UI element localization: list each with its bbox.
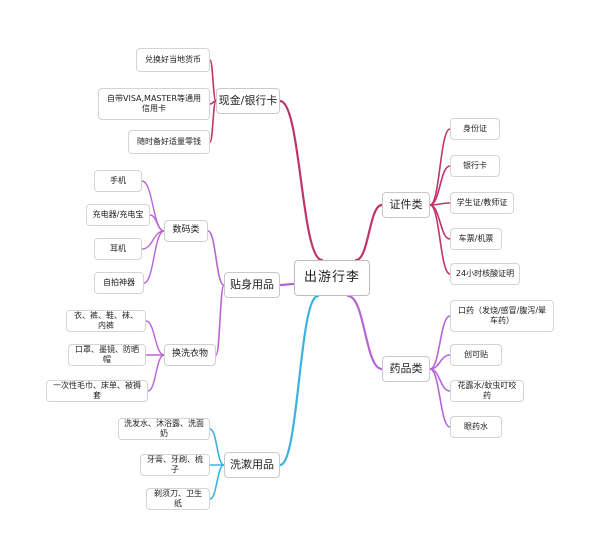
leaf-small-change[interactable]: 随时备好适量零钱: [128, 130, 210, 154]
leaf-razor[interactable]: 剃须刀、卫生纸: [146, 488, 210, 510]
link-root-meds: [346, 294, 384, 371]
leaf-earphones[interactable]: 耳机: [94, 238, 142, 260]
branch-medicines[interactable]: 药品类: [382, 356, 430, 382]
leaf-mask-sunglasses[interactable]: 口罩、墨镜、防晒帽: [68, 344, 146, 366]
link-n-meds-3: [429, 368, 451, 428]
leaf-tickets[interactable]: 车票/机票: [450, 228, 502, 250]
root-node[interactable]: 出游行李: [294, 260, 370, 296]
leaf-exchange-currency[interactable]: 兑换好当地货币: [136, 48, 210, 72]
link-n-meds-0: [429, 315, 451, 370]
link-n-digital-1: [149, 214, 165, 232]
leaf-id-card[interactable]: 身份证: [450, 118, 500, 140]
link-n-clothes-0: [145, 320, 165, 356]
branch-cash-cards[interactable]: 现金/银行卡: [216, 88, 280, 114]
leaf-nucleic-acid-certificate[interactable]: 24小时核酸证明: [450, 263, 520, 285]
leaf-toothpaste[interactable]: 牙膏、牙刷、梳子: [140, 454, 210, 476]
link-n-docs-1: [429, 165, 451, 206]
leaf-band-aid[interactable]: 创可贴: [450, 344, 502, 366]
branch-toiletries[interactable]: 洗漱用品: [224, 452, 280, 478]
leaf-eye-drops[interactable]: 眼药水: [450, 416, 502, 438]
link-root-body: [278, 282, 296, 287]
link-n-cash-2: [209, 100, 217, 143]
leaf-bank-card[interactable]: 银行卡: [450, 155, 500, 177]
link-n-digital-3: [143, 230, 165, 284]
leaf-shampoo[interactable]: 洗发水、沐浴露、洗面奶: [118, 418, 210, 440]
leaf-oral-medicine[interactable]: 口药（发烧/感冒/腹泻/晕车药）: [450, 300, 554, 332]
leaf-selfie-stick[interactable]: 自拍神器: [94, 272, 144, 294]
branch-personal-items[interactable]: 贴身用品: [224, 272, 280, 298]
link-n-docs-3: [429, 204, 451, 240]
link-root-docs: [354, 203, 384, 262]
sub-digital[interactable]: 数码类: [164, 220, 208, 242]
sub-clothes[interactable]: 换洗衣物: [164, 344, 216, 366]
leaf-student-teacher-id[interactable]: 学生证/教师证: [450, 192, 514, 214]
leaf-charger[interactable]: 充电器/充电宝: [86, 204, 150, 226]
link-n-docs-4: [429, 204, 451, 275]
link-n-wash-0: [209, 428, 225, 466]
link-root-cash: [278, 99, 324, 262]
link-n-clothes: [215, 284, 225, 356]
link-root-wash: [278, 294, 320, 467]
link-n-digital: [207, 230, 225, 286]
branch-documents[interactable]: 证件类: [382, 192, 430, 218]
leaf-insect-repellent[interactable]: 花露水/蚊虫叮咬药: [450, 380, 524, 402]
link-n-wash-2: [209, 464, 225, 500]
leaf-phone[interactable]: 手机: [94, 170, 142, 192]
leaf-credit-card[interactable]: 自带VISA,MASTER等通用信用卡: [98, 88, 210, 120]
link-n-clothes-2: [147, 354, 165, 392]
leaf-clothing[interactable]: 衣、裤、鞋、袜、内裤: [66, 310, 146, 332]
leaf-disposable-bedding[interactable]: 一次性毛巾、床单、被褥套: [46, 380, 148, 402]
link-n-cash-0: [209, 59, 217, 102]
